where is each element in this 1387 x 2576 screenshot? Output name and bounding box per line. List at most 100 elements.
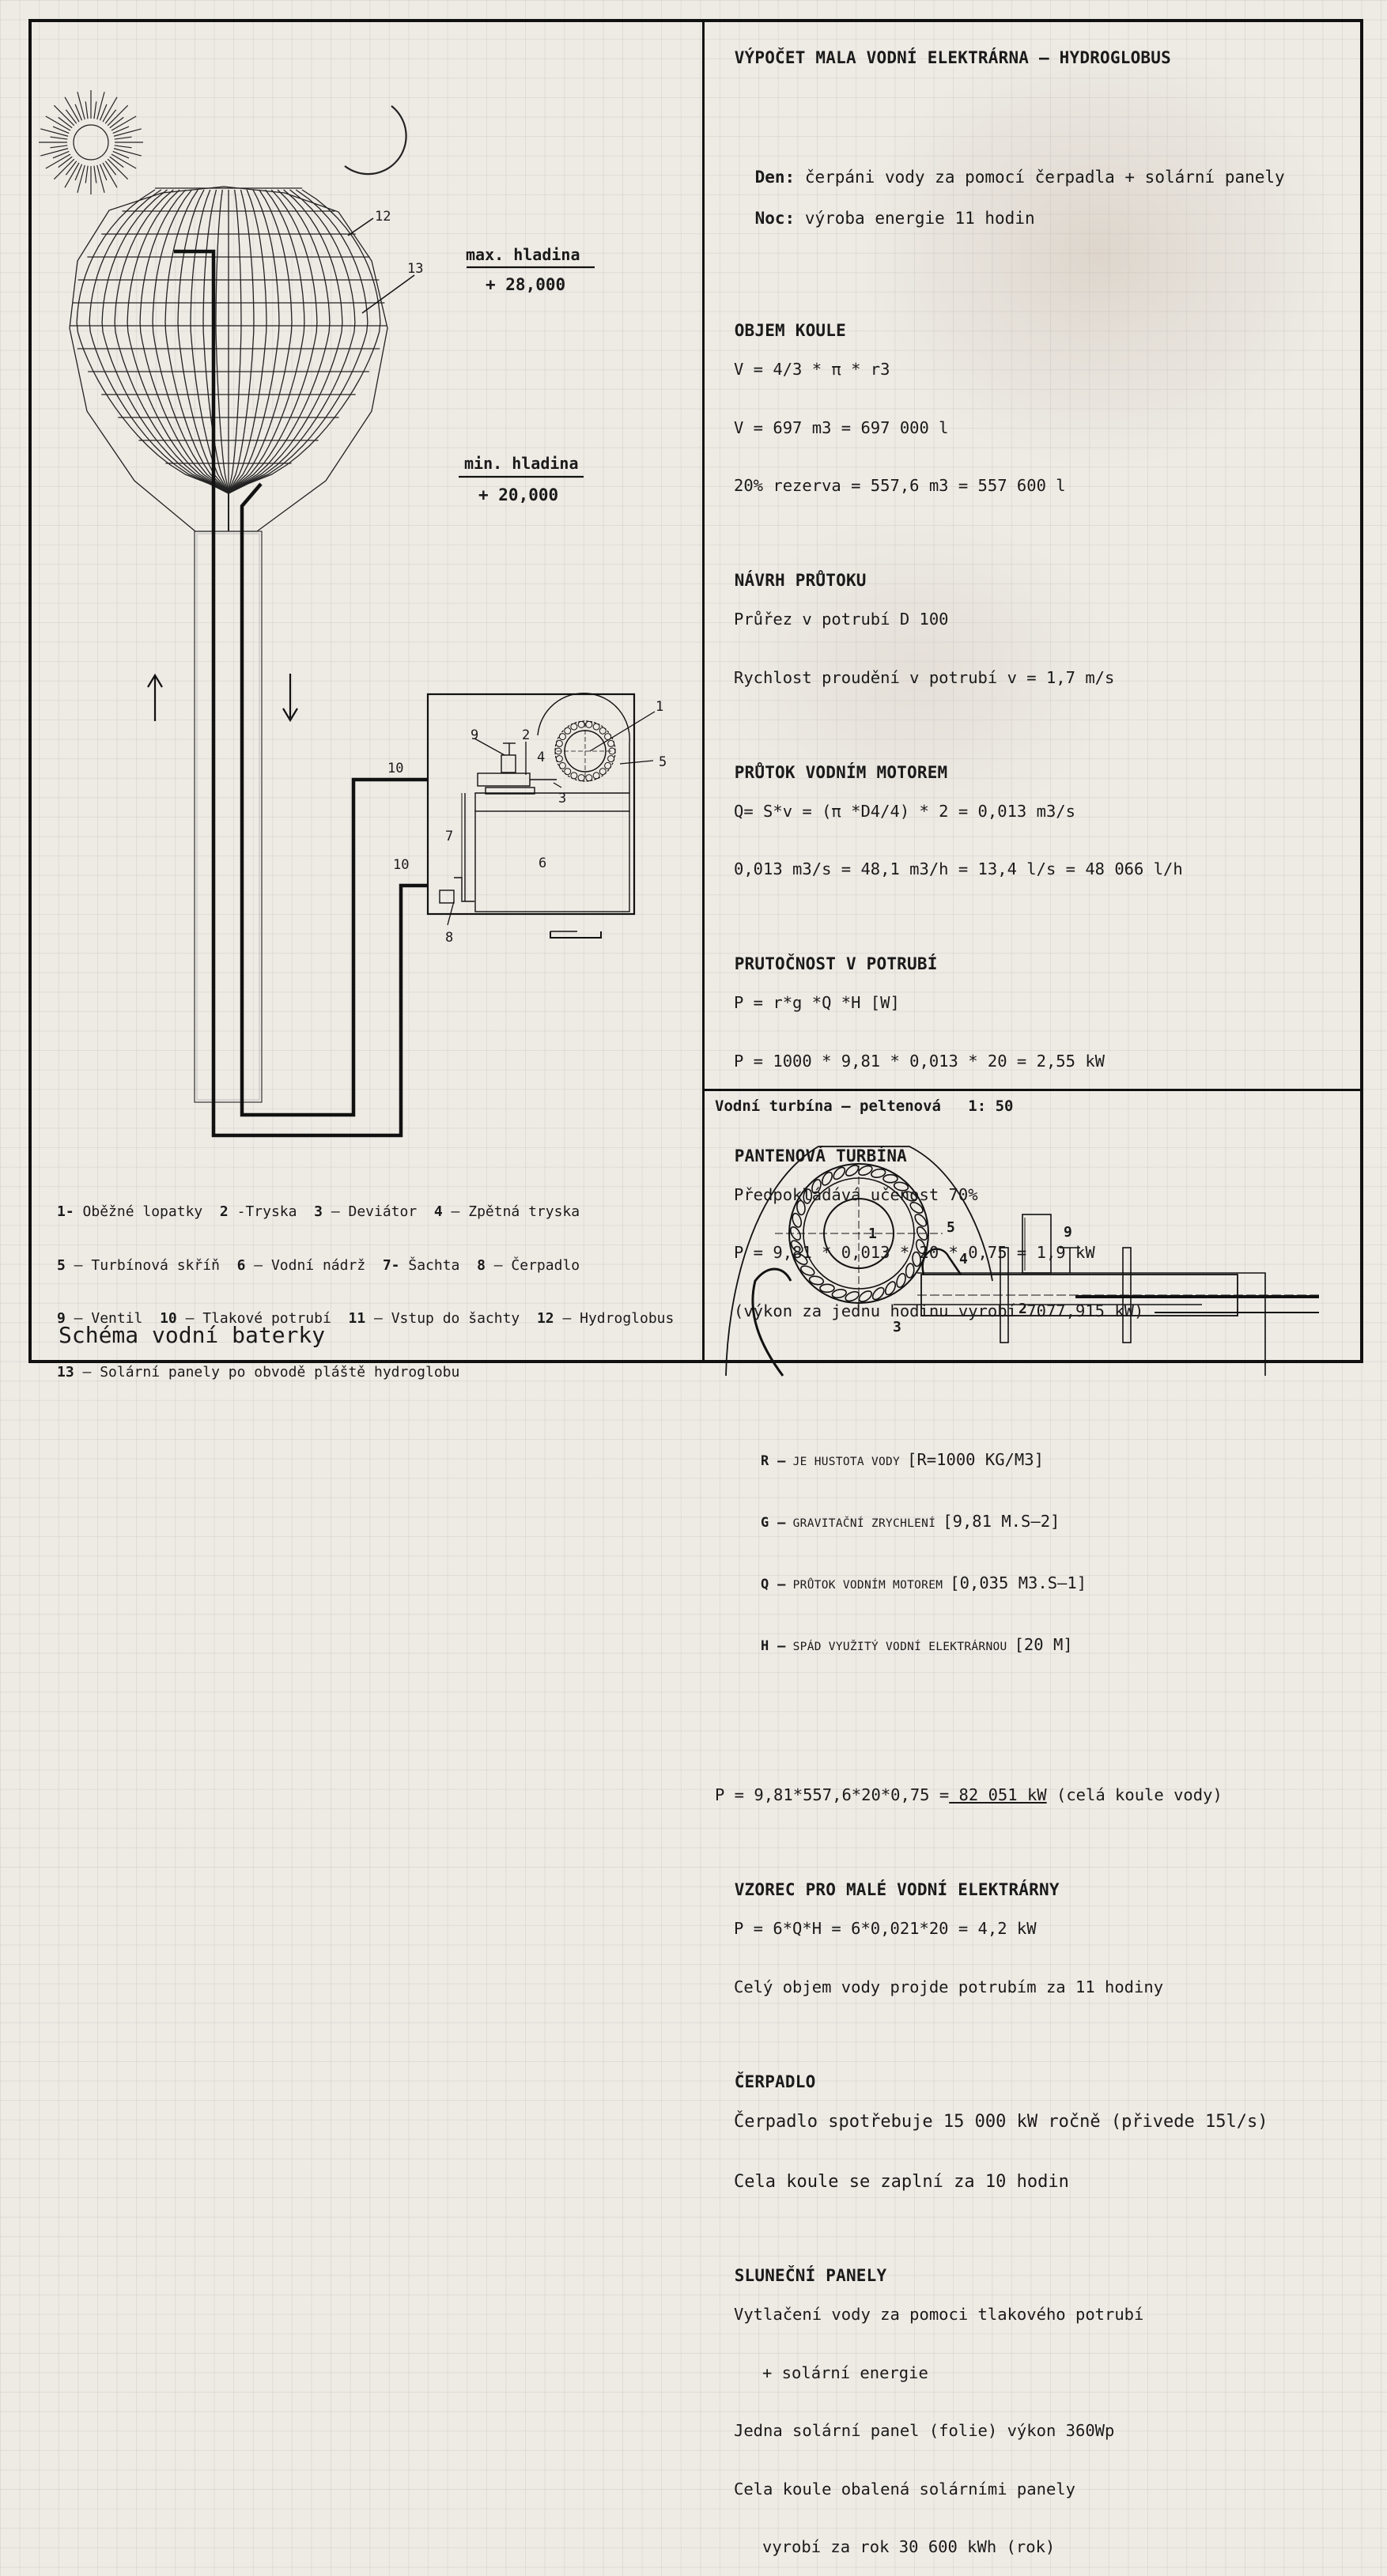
vertical-divider — [702, 19, 705, 1363]
section-title: VZOREC PRO MALÉ VODNÍ ELEKTRÁRNY — [734, 1880, 1060, 1899]
min-level-label: min. hladina — [464, 454, 579, 473]
section-title: OBJEM KOULE — [734, 321, 846, 340]
detail-callout-1: 1 — [868, 1226, 877, 1242]
calc-line: Jedna solární panel (folie) výkon 360Wp — [734, 2421, 1115, 2440]
detail-callout-5: 5 — [947, 1219, 955, 1236]
night-key: Noc: — [754, 208, 796, 228]
calc-line: Cela koule se zaplní za 10 hodin — [734, 2171, 1069, 2192]
detail-callout-3: 3 — [893, 1319, 901, 1335]
day-key: Den: — [754, 167, 796, 187]
night-value: výroba energie 11 hodin — [804, 208, 1035, 228]
callout-10b: 10 — [393, 857, 410, 873]
symbol-value: [9,81 M.S–2] — [943, 1512, 1060, 1531]
calc-line: 20% rezerva = 557,6 m3 = 557 600 l — [734, 476, 1066, 495]
horizontal-divider — [702, 1089, 1363, 1091]
max-level-label: max. hladina — [466, 245, 580, 264]
callout-1: 1 — [656, 699, 664, 715]
parts-legend: 1- Oběžné lopatky 2 -Tryska 3 – Deviátor… — [57, 1168, 674, 1399]
calc-line: Celý objem vody projde potrubím za 11 ho… — [734, 1977, 1164, 1996]
turbine-mini — [554, 720, 616, 782]
section-title: PRŮTOK VODNÍM MOTOREM — [734, 762, 948, 782]
legend-number: 1- — [57, 1203, 74, 1220]
legend-number: 10 — [160, 1310, 177, 1327]
turbine-detail-title: Vodní turbína – peltenová 1: 50 — [715, 1097, 1014, 1115]
symbol-key: H – — [761, 1638, 786, 1654]
shaft-outline — [194, 531, 263, 1103]
section-title: ČERPADLO — [734, 2072, 816, 2091]
legend-number: 13 — [57, 1363, 74, 1381]
symbol-text: SPÁD VYUŽITÝ VODNÍ ELEKTRÁRNOU — [792, 1641, 1007, 1653]
detail-callout-9: 9 — [1064, 1224, 1072, 1241]
total-power-note: (celá koule vody) — [1046, 1785, 1223, 1804]
legend-number: 5 — [57, 1256, 66, 1274]
legend-number: 9 — [57, 1310, 66, 1327]
calc-line: vyrobí za rok 30 600 kWh (rok) — [762, 2537, 1056, 2556]
symbol-key: G – — [761, 1515, 786, 1531]
legend-text: Šachta — [399, 1256, 478, 1274]
section-title: NÁVRH PRŮTOKU — [734, 571, 867, 590]
legend-number: 6 — [236, 1256, 246, 1274]
calc-line: Průřez v potrubí D 100 — [734, 610, 949, 629]
section-title: SLUNEČNÍ PANELY — [734, 2266, 887, 2285]
callout-12: 12 — [375, 209, 391, 225]
calculation-panel: VÝPOČET MALA VODNÍ ELEKTRÁRNA – HYDROGLO… — [715, 28, 1347, 2576]
callout-5: 5 — [659, 754, 667, 770]
hydroglobus-sphere — [69, 186, 388, 532]
calc-line: V = 697 m3 = 697 000 l — [734, 417, 949, 437]
legend-text: – Turbínová skříň — [65, 1256, 237, 1274]
legend-text: – Čerpadlo — [485, 1256, 580, 1274]
callout-7: 7 — [445, 829, 454, 844]
legend-number: 7- — [382, 1256, 400, 1274]
symbol-key: R – — [761, 1453, 786, 1469]
callout-10a: 10 — [387, 761, 404, 776]
legend-text: – Zpětná tryska — [442, 1203, 580, 1220]
calc-line: P = r*g *Q *H [W] — [734, 993, 900, 1012]
calc-line: Cela koule obalená solárními panely — [734, 2479, 1075, 2499]
legend-text: Oběžné lopatky — [74, 1203, 220, 1220]
legend-number: 11 — [348, 1310, 366, 1327]
min-level-value: + 20,000 — [478, 485, 559, 504]
legend-text: -Tryska — [228, 1203, 315, 1220]
legend-line: 13 – Solární panely po obvodě pláště hyd… — [57, 1364, 674, 1382]
calc-line: Vytlačení vody za pomoci tlakového potru… — [734, 2305, 1144, 2324]
callout-13: 13 — [407, 261, 424, 277]
schema-drawing — [39, 90, 1319, 1377]
calc-line: Rychlost proudění v potrubí v = 1,7 m/s — [734, 667, 1115, 687]
symbol-text: PRŮTOK VODNÍM MOTOREM — [792, 1579, 943, 1592]
callout-6: 6 — [539, 856, 547, 871]
section-title: PRUTOČNOST V POTRUBÍ — [734, 954, 938, 973]
legend-text: – Ventil — [65, 1310, 161, 1327]
calc-line: + solární energie — [762, 2363, 928, 2382]
callout-9: 9 — [471, 727, 479, 743]
legend-text: – Solární panely po obvodě pláště hydrog… — [74, 1363, 460, 1381]
callout-3: 3 — [558, 791, 567, 806]
callout-4: 4 — [537, 750, 546, 765]
right-panel — [705, 22, 1362, 1361]
legend-line: 5 – Turbínová skříň 6 – Vodní nádrž 7- Š… — [57, 1257, 674, 1275]
max-level-value: + 28,000 — [486, 275, 566, 294]
section-title: PANTENOVÁ TURBÍNA — [734, 1146, 908, 1165]
shaft-inner — [196, 533, 260, 1101]
detail-callout-2: 2 — [1019, 1301, 1027, 1317]
total-power-formula: P = 9,81*557,6*20*0,75 = — [715, 1785, 950, 1804]
calc-line: P = 1000 * 9,81 * 0,013 * 20 = 2,55 kW — [734, 1051, 1105, 1071]
calc-line: P = 9,81 * 0,013 * 20 * 0,75 = 1,9 kW — [734, 1243, 1095, 1262]
calc-line: (výkon za jednu hodinu vyrobí 7077,915 k… — [734, 1301, 1144, 1320]
calc-line: Čerpadlo spotřebuje 15 000 kW ročně (při… — [734, 2111, 1268, 2132]
symbol-value: [20 M] — [1014, 1635, 1073, 1654]
legend-text: – Deviátor — [322, 1203, 434, 1220]
callout-2: 2 — [522, 727, 531, 743]
legend-number: 2 — [219, 1203, 229, 1220]
calc-line: P = 6*Q*H = 6*0,021*20 = 4,2 kW — [734, 1919, 1037, 1938]
turbine-detail — [725, 1146, 1319, 1377]
legend-text: – Vstup do šachty — [365, 1310, 537, 1327]
legend-text: – Tlakové potrubí — [176, 1310, 349, 1327]
legend-number: 8 — [477, 1256, 486, 1274]
detail-callout-4: 4 — [959, 1251, 968, 1267]
symbol-text: GRAVITAČNÍ ZRYCHLENÍ — [792, 1517, 936, 1530]
pressure-pipes — [174, 249, 429, 1138]
legend-number: 3 — [314, 1203, 323, 1220]
legend-number: 12 — [536, 1310, 554, 1327]
calc-line: V = 4/3 * π * r3 — [734, 360, 890, 379]
symbol-value: [R=1000 KG/M3] — [907, 1450, 1044, 1469]
